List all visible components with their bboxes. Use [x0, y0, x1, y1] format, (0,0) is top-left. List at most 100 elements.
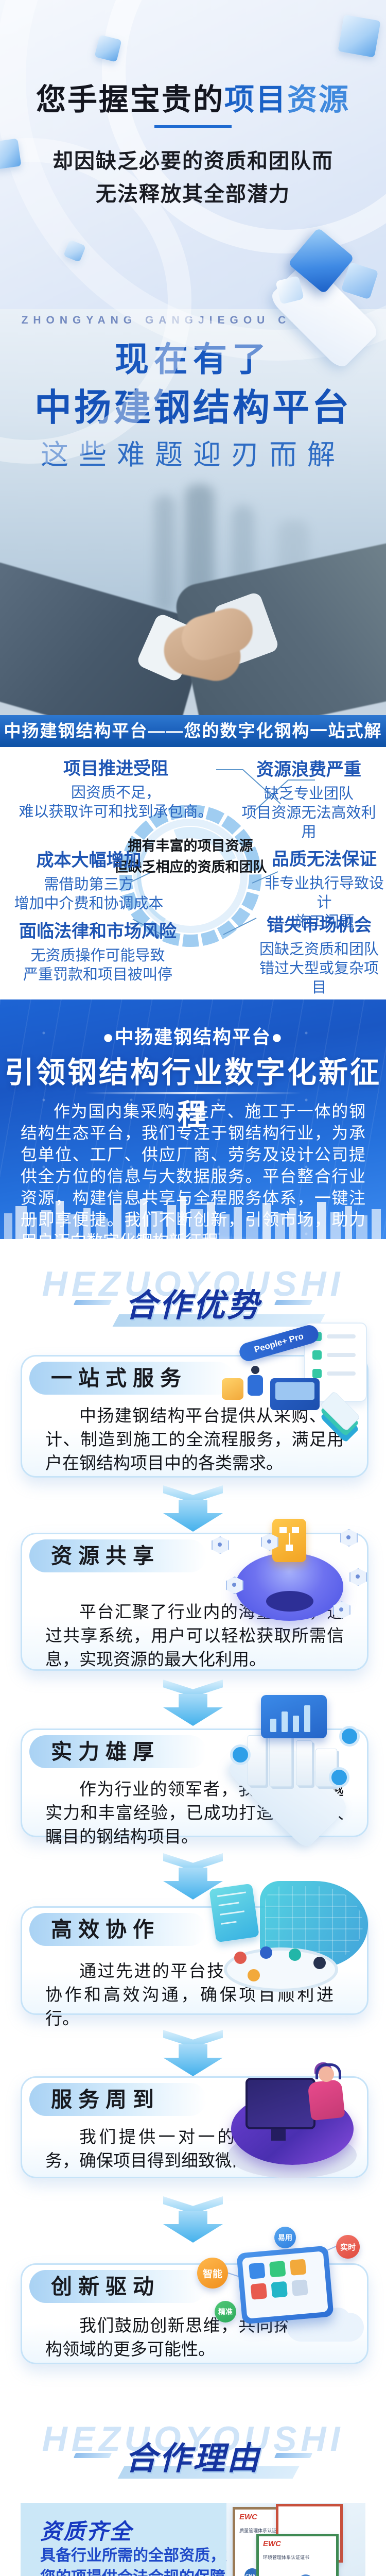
dash-decoration: [274, 1300, 313, 1305]
pain-item-desc: 需借助第三方 增加中介费和协调成本: [14, 876, 164, 912]
pain-item-opportunity: 错失市场机会 因缺乏资质和团队 错过大型或复杂项目: [252, 911, 386, 997]
certificate-title: 环境管理体系认证证书: [263, 2555, 310, 2560]
certificates-photo: EWC 质量管理体系认证证书 CNAB EWC 环境管理体系认证证书 IAF: [226, 2503, 365, 2576]
building-icon: [296, 1740, 312, 1786]
reason-body: 具备行业所需的全部资质，为您的项提供合法合规的保障。: [40, 2547, 241, 2576]
down-arrow-icon: [163, 1485, 223, 1532]
pain-item-desc: 因资质不足， 难以获取许可和找到承包商。: [19, 785, 213, 820]
headset-icon: [315, 2063, 341, 2079]
hero-title-accent1: 项目: [224, 83, 287, 116]
bubble-easy: 易用: [274, 2227, 296, 2248]
person-dot: [248, 1969, 260, 1981]
down-arrow-icon: [163, 1680, 223, 1726]
cube-cluster-illustration: [268, 216, 386, 371]
advantages-title: 合作优势: [125, 1288, 261, 1324]
bubble-realtime: 实时: [336, 2235, 360, 2259]
dash-decoration: [73, 1300, 112, 1305]
layer-stack-icon: [320, 1391, 361, 1443]
pain-item-desc: 因缺乏资质和团队 错过大型或复杂项目: [259, 941, 379, 996]
card-title-pill: 资源共享: [29, 1539, 206, 1572]
pain-item-quality: 品质无法保证 非专业执行导致设计 施工问题: [262, 845, 386, 931]
hero-title-dark: 您手握宝贵的: [36, 83, 224, 116]
bubble-precise: 精准: [215, 2301, 236, 2323]
pain-item-desc: 无资质操作可能导致 严重罚款和项目被叫停: [23, 947, 172, 983]
dash-decoration: [73, 2453, 112, 2458]
advantage-card-service: 服务周到 我们提供一对一的专业咨询服务，确保项目得到细致微的关照。: [21, 2062, 369, 2178]
person-dot: [260, 1946, 272, 1959]
resource-funnel-illustration: [212, 1519, 367, 1630]
pain-center-text: 拥有丰富的项目资源 但缺乏相应的资质和团队: [114, 838, 267, 875]
ewc-logo: EWC: [239, 2513, 257, 2521]
pain-item-waste: 资源浪费严重 缺乏专业团队 项目资源无法高效利用: [237, 755, 381, 842]
advantage-card-collaboration: 高效协作 通过先进的平台技术，实现实时协作和高效沟通，确保项目顺利进行。: [21, 1881, 369, 2028]
banner-text: 中扬建钢结构平台——您的数字化钢构一站式解决方案: [4, 721, 382, 740]
banner-strip: 中扬建钢结构平台——您的数字化钢构一站式解决方案: [0, 715, 386, 747]
cube-icon: [338, 14, 381, 58]
hexagon-icon: [261, 1533, 278, 1551]
glass-cube-icon: [341, 262, 379, 300]
platform-section: ●中扬建钢结构平台● 引领钢结构行业数字化新征程 作为国内集采购、生产、施工于一…: [0, 999, 386, 1239]
pain-item-title: 品质无法保证: [272, 850, 377, 869]
hero-title: 您手握宝贵的项目资源: [0, 75, 386, 118]
pain-item-title: 资源浪费严重: [256, 760, 361, 779]
hexagon-icon: [340, 1529, 358, 1547]
card-body-text: 平台汇聚了行业内的海量资源，通过共享系统，用户可以轻松获取所需信息，实现资源的最…: [45, 1602, 344, 1669]
person-dot: [234, 1952, 247, 1964]
customer-service-illustration: [213, 2062, 367, 2178]
down-arrow-icon: [163, 2196, 223, 2243]
node-icon: [329, 1767, 349, 1788]
section-title-row: 合作优势: [0, 1279, 386, 1326]
person-dot: [313, 1957, 326, 1969]
advantage-card-resource-sharing: 资源共享 平台汇聚了行业内的海量资源，通过共享系统，用户可以轻松获取所需信息，实…: [21, 1519, 369, 1671]
pain-item-title: 项目推进受阻: [63, 759, 168, 778]
pain-item-desc: 缺乏专业团队 项目资源无法高效利用: [241, 786, 376, 840]
platform-title: 引领钢结构行业数字化新征程: [5, 1056, 381, 1131]
card-title-pill: 创新驱动: [29, 2270, 206, 2303]
section-title-row: 合作理由: [0, 2432, 386, 2479]
hexagon-icon: [349, 1568, 367, 1586]
hexagon-icon: [212, 1536, 229, 1554]
person-icon: [248, 1366, 263, 1397]
node-icon: [230, 1744, 251, 1765]
ewc-logo: EWC: [263, 2539, 281, 2548]
person-dot: [289, 1948, 301, 1961]
light-streaks: [0, 999, 386, 1239]
hero-title-accent2: 资源: [287, 83, 350, 116]
card-title-pill: 实力雄厚: [29, 1735, 206, 1768]
blurred-figure: [154, 495, 175, 613]
card-title-pill: 一站式服务: [29, 1362, 234, 1395]
platform-tag: ●中扬建钢结构平台●: [102, 1026, 284, 1047]
hexagon-icon: [226, 1577, 243, 1594]
one-stop-illustration: People+ Pro: [204, 1316, 369, 1443]
stamp-icon: CNAB: [244, 2568, 260, 2576]
card-title-pill: 高效协作: [29, 1913, 206, 1946]
dash-decoration: [274, 2453, 313, 2458]
advantage-card-strength: 实力雄厚 作为行业的领军者，我们凭借卓越实力和丰富经验，已成功打造众多令人瞩目的…: [21, 1695, 369, 1850]
funnel-hole: [266, 1591, 313, 1612]
advantage-card-innovation: 创新驱动 我们鼓励创新思维，共同探索钢结构领域的更多可能性。 智能 精准 实时 …: [21, 2227, 369, 2364]
glow-divider: [85, 1092, 301, 1094]
watermark-text: HEZUOYOUSHI: [42, 1264, 344, 1303]
reasons-section: HEZUOYOUSHI 合作理由 资质齐全 具备行业所需的全部资质，为您的项提供…: [0, 2398, 386, 2576]
pain-item-title: 成本大幅增加: [36, 851, 142, 870]
building-icon: [248, 1735, 266, 1786]
monitor-icon: [245, 2078, 315, 2141]
down-arrow-icon: [163, 2030, 223, 2076]
sparkle-dots: [0, 999, 386, 1239]
hero-subtitle-1: 却因缺乏必要的资质和团队而: [52, 150, 334, 173]
innovation-illustration: 智能 精准 实时 易用: [197, 2227, 367, 2346]
pain-item-cost: 成本大幅增加 需借助第三方 增加中介费和协调成本: [3, 846, 175, 913]
reasons-title: 合作理由: [125, 2441, 261, 2477]
certificate: EWC 环境管理体系认证证书 IAF: [256, 2534, 339, 2576]
agent-body: [307, 2079, 345, 2121]
pain-item-risk: 面临法律和市场风险 无资质操作可能导致 严重罚款和项目被叫停: [8, 917, 188, 985]
card-title-pill: 服务周到: [29, 2083, 206, 2116]
node-icon: [339, 1726, 360, 1747]
tech-ring-illustration: [119, 805, 261, 947]
reason-row-qualifications: 资质齐全 具备行业所需的全部资质，为您的项提供合法合规的保障。 EWC 质量管理…: [21, 2503, 365, 2576]
box-icon: [222, 1378, 243, 1400]
pain-item-blocked: 项目推进受阻 因资质不足， 难以获取许可和找到承包商。: [10, 754, 221, 822]
diagram-panel: [209, 1883, 259, 1943]
hexagon-icon: [333, 1601, 350, 1619]
